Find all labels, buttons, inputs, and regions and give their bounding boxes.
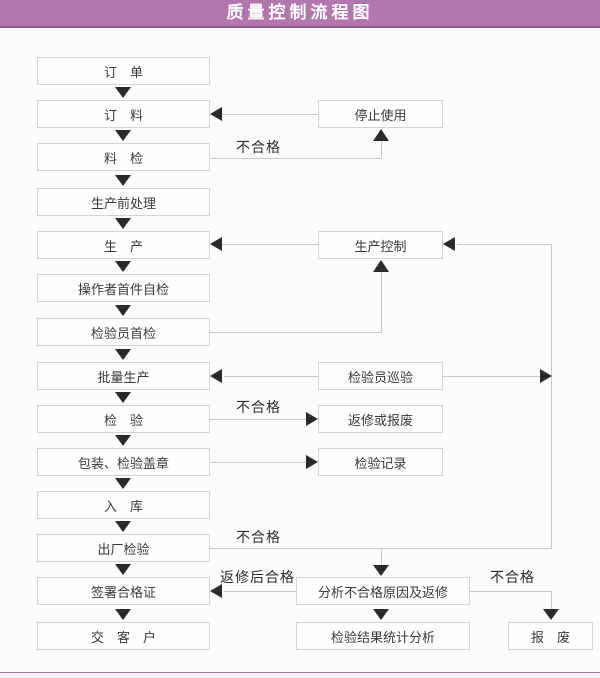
flow-line — [551, 591, 552, 611]
page-title: 质量控制流程图 — [226, 3, 374, 22]
node-operator-first-piece-self-check: 操作者首件自检 — [37, 274, 210, 302]
flow-line — [210, 158, 382, 159]
edge-label-unqualified: 不合格 — [236, 531, 281, 546]
arrow-left-icon — [210, 237, 222, 251]
arrow-right-icon — [306, 455, 318, 469]
node-order: 订 单 — [37, 57, 210, 85]
arrow-up-icon — [373, 129, 389, 141]
node-inspection-record: 检验记录 — [318, 448, 443, 476]
flow-line — [381, 141, 382, 158]
node-inspector-patrol-inspection: 检验员巡验 — [318, 362, 443, 390]
edge-label-unqualified: 不合格 — [490, 571, 535, 586]
arrow-down-icon — [115, 564, 131, 575]
node-inspector-first-check: 检验员首检 — [37, 318, 210, 346]
node-packaging-inspection-stamp: 包装、检验盖章 — [37, 448, 210, 476]
edge-label-unqualified: 不合格 — [236, 401, 281, 416]
arrow-down-icon — [115, 521, 131, 532]
arrow-down-icon — [373, 609, 389, 620]
flow-line — [222, 244, 318, 245]
flow-line — [470, 591, 552, 592]
arrow-down-icon — [115, 261, 131, 272]
arrow-down-icon — [115, 609, 131, 620]
node-repair-or-scrap: 返修或报废 — [318, 405, 443, 433]
arrow-down-icon — [115, 392, 131, 403]
node-material-inspection: 料 检 — [37, 143, 210, 171]
flow-line — [443, 376, 541, 377]
flow-line — [224, 591, 296, 592]
footer-bar — [0, 672, 600, 678]
edge-label-unqualified: 不合格 — [236, 141, 281, 156]
flow-line — [210, 462, 308, 463]
arrow-down-icon — [115, 478, 131, 489]
arrow-down-icon — [115, 435, 131, 446]
flow-line — [457, 244, 552, 245]
arrow-up-icon — [373, 260, 389, 272]
flow-line — [210, 419, 308, 420]
title-bar: 质量控制流程图 — [0, 0, 600, 28]
arrow-left-icon — [210, 369, 222, 383]
arrow-down-icon — [543, 609, 559, 620]
node-factory-outgoing-inspection: 出厂检验 — [37, 534, 210, 562]
node-sign-certificate: 签署合格证 — [37, 577, 210, 605]
node-batch-production: 批量生产 — [37, 362, 210, 390]
arrow-down-icon — [115, 305, 131, 316]
node-inspection-result-statistics: 检验结果统计分析 — [296, 622, 470, 650]
arrow-down-icon — [115, 218, 131, 229]
node-stop-using: 停止使用 — [318, 100, 443, 128]
node-production-control: 生产控制 — [318, 231, 443, 259]
arrow-left-icon — [210, 107, 222, 121]
node-scrap: 报 废 — [508, 622, 593, 650]
arrow-down-icon — [115, 87, 131, 98]
flow-line — [381, 548, 382, 567]
arrow-right-icon — [540, 369, 552, 383]
arrow-down-icon — [115, 349, 131, 360]
arrow-left-icon — [210, 584, 222, 598]
arrow-left-icon — [443, 237, 455, 251]
flow-line — [224, 376, 318, 377]
node-warehousing: 入 库 — [37, 491, 210, 519]
arrow-down-icon — [115, 130, 131, 141]
flow-line — [222, 114, 318, 115]
arrow-down-icon — [115, 175, 131, 186]
node-order-materials: 订 料 — [37, 100, 210, 128]
edge-label-qualified-after-repair: 返修后合格 — [220, 571, 295, 586]
flow-line — [551, 244, 552, 549]
node-deliver-to-customer: 交 客 户 — [37, 622, 210, 650]
arrow-right-icon — [306, 412, 318, 426]
node-inspection: 检 验 — [37, 405, 210, 433]
arrow-down-icon — [373, 565, 389, 576]
flow-line — [381, 272, 382, 332]
node-production: 生 产 — [37, 231, 210, 259]
node-pre-production-processing: 生产前处理 — [37, 188, 210, 216]
node-analyze-nonconforming-causes: 分析不合格原因及返修 — [296, 577, 470, 605]
flow-line — [210, 332, 382, 333]
